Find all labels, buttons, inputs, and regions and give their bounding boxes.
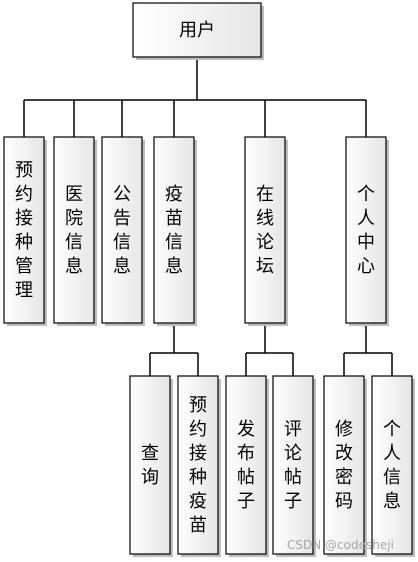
node-user: 用户 xyxy=(132,2,264,60)
node-box xyxy=(371,375,413,555)
node-box xyxy=(3,136,45,324)
node-label-char: 院 xyxy=(65,208,83,229)
node-label-char: 苗 xyxy=(189,515,207,536)
node-label-char: 种 xyxy=(15,232,33,253)
node-box xyxy=(53,136,95,324)
node-label-char: 论 xyxy=(284,443,302,464)
node-query: 查询 xyxy=(129,375,173,557)
node-label-char: 线 xyxy=(256,208,274,229)
node-label-char: 密 xyxy=(335,467,353,488)
node-label-char: 个 xyxy=(357,184,375,205)
node-label-char: 告 xyxy=(113,208,131,229)
node-label-char: 人 xyxy=(383,443,401,464)
node-label-char: 苗 xyxy=(165,208,183,229)
node-label-char: 医 xyxy=(65,184,83,205)
node-label-char: 息 xyxy=(113,256,131,277)
node-label-char: 发 xyxy=(237,419,255,440)
node-box xyxy=(323,375,365,555)
node-label-char: 个 xyxy=(383,419,401,440)
node-box xyxy=(129,375,171,555)
node-label-char: 理 xyxy=(15,280,33,301)
node-label-char: 公 xyxy=(113,184,131,205)
node-label-char: 息 xyxy=(165,256,183,277)
node-label-char: 修 xyxy=(335,419,353,440)
node-label-char: 息 xyxy=(65,256,83,277)
node-label-char: 询 xyxy=(141,467,159,488)
node-label-char: 信 xyxy=(165,232,183,253)
node-box xyxy=(345,136,387,324)
node-label-char: 帖 xyxy=(284,467,302,488)
node-label: 用户 xyxy=(179,20,215,41)
node-label-char: 中 xyxy=(357,232,375,253)
node-label-char: 接 xyxy=(189,443,207,464)
node-label-char: 接 xyxy=(15,208,33,229)
node-box xyxy=(225,375,267,555)
node-label-char: 信 xyxy=(113,232,131,253)
node-box xyxy=(272,375,314,555)
node-label-char: 心 xyxy=(357,256,375,277)
node-label-char: 约 xyxy=(15,184,33,205)
watermark: CSDN @codesheji xyxy=(287,538,394,552)
node-box xyxy=(177,375,219,555)
node-label-char: 约 xyxy=(189,419,207,440)
node-label-char: 息 xyxy=(383,491,401,512)
node-box xyxy=(153,136,195,324)
node-label-char: 疫 xyxy=(165,184,183,205)
node-label-char: 人 xyxy=(357,208,375,229)
node-label-char: 在 xyxy=(256,184,274,205)
node-label-char: 管 xyxy=(15,256,33,277)
node-label-char: 疫 xyxy=(189,491,207,512)
node-label-char: 改 xyxy=(335,443,353,464)
node-label-char: 信 xyxy=(65,232,83,253)
node-label-char: 码 xyxy=(335,491,353,512)
node-box xyxy=(244,136,286,324)
node-label-char: 论 xyxy=(256,232,274,253)
node-box xyxy=(101,136,143,324)
node-label-char: 预 xyxy=(15,160,33,181)
node-box xyxy=(132,2,262,58)
node-label-char: 布 xyxy=(237,443,255,464)
node-label-char: 子 xyxy=(284,491,302,512)
node-label-char: 评 xyxy=(284,419,302,440)
node-label-char: 坛 xyxy=(256,256,274,277)
node-label-char: 信 xyxy=(383,467,401,488)
node-label-char: 预 xyxy=(189,395,207,416)
node-label-char: 种 xyxy=(189,467,207,488)
node-label-char: 查 xyxy=(141,443,159,464)
node-label-char: 帖 xyxy=(237,467,255,488)
node-label-char: 子 xyxy=(237,491,255,512)
